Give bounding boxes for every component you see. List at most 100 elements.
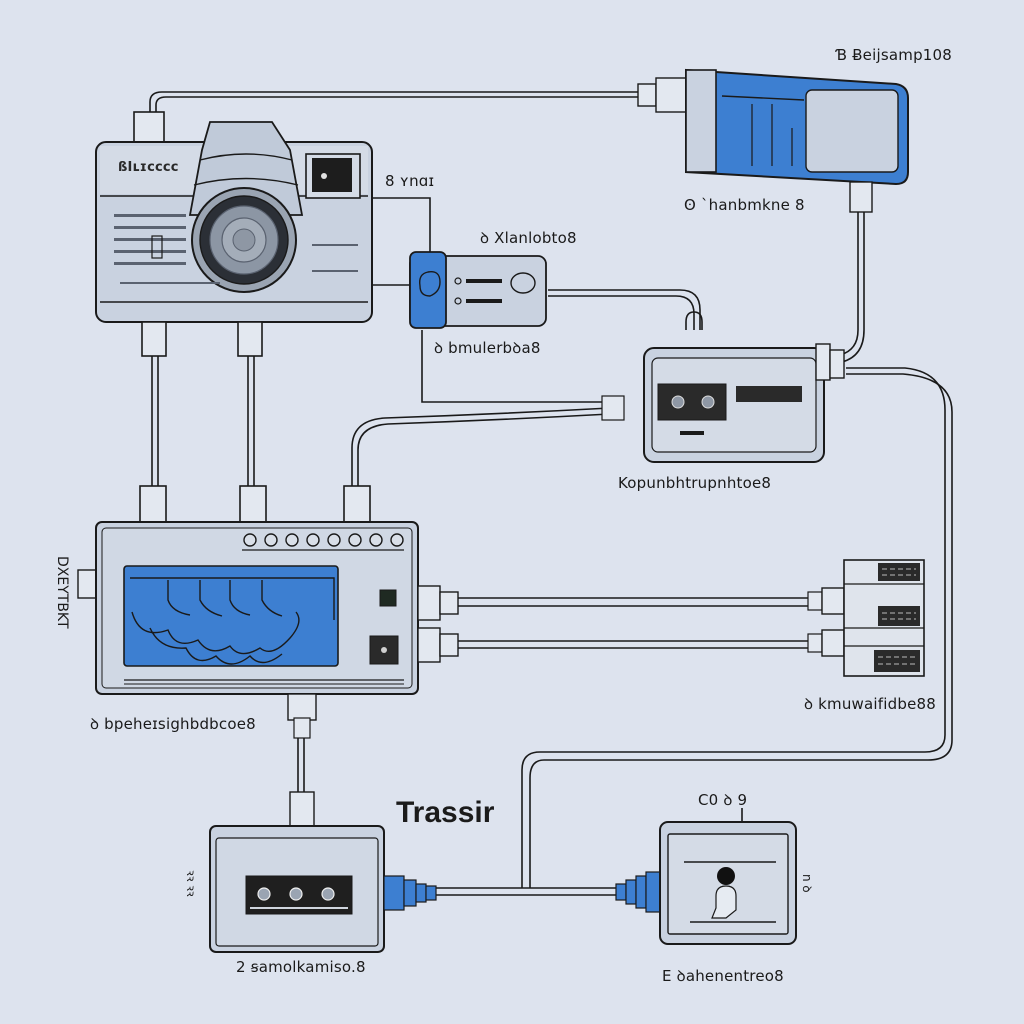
camera-side-label: 8 ʏnɑɪ bbox=[385, 172, 435, 190]
transmitter-blue-connector-4 bbox=[425, 885, 437, 901]
recorder-top-port-2 bbox=[239, 485, 267, 523]
recorder-screen bbox=[123, 565, 339, 667]
wire-power-receiver bbox=[839, 210, 859, 356]
power-button-dot bbox=[381, 647, 387, 653]
recorder-output-port-1 bbox=[417, 585, 441, 621]
recorder-output-port-1b bbox=[439, 591, 459, 615]
recorder-top-port-3 bbox=[343, 485, 371, 523]
recorder-button[interactable] bbox=[306, 533, 320, 547]
wire-power-receiver-2 bbox=[841, 210, 865, 363]
transmitter-device[interactable] bbox=[209, 791, 437, 953]
monitor-blue-connector bbox=[615, 883, 627, 901]
receiver-small-text bbox=[680, 431, 704, 435]
recorder-top-port-1 bbox=[139, 485, 167, 523]
terminal-plug-2 bbox=[807, 633, 823, 653]
brand-label: Trassir bbox=[396, 796, 495, 829]
monitor-blue-connector-2 bbox=[625, 879, 637, 905]
power-adapter-label: Ɓ Ƀeijsamp108 bbox=[836, 46, 953, 64]
interface-module-label: ꝺ Xlanlobto8 bbox=[480, 229, 577, 247]
camera-device[interactable] bbox=[95, 111, 373, 357]
recorder-button[interactable] bbox=[327, 533, 341, 547]
camera-top-connector bbox=[133, 111, 165, 143]
recorder-side-port bbox=[77, 569, 97, 599]
interface-module-caption: ꝺ bmulerbꝺa8 bbox=[434, 339, 541, 357]
terminal-plug-2b bbox=[821, 629, 845, 657]
receiver-knob-2[interactable] bbox=[701, 395, 715, 409]
wire-receiver-loop bbox=[521, 367, 946, 888]
text-line bbox=[114, 226, 186, 229]
camera-printed-text bbox=[114, 214, 358, 284]
receiver-knob-1[interactable] bbox=[671, 395, 685, 409]
person-icon-head bbox=[717, 867, 735, 885]
camera-connector-2 bbox=[237, 321, 263, 357]
receiver-device[interactable] bbox=[601, 311, 845, 463]
adapter-plug-2 bbox=[655, 77, 687, 113]
camera-lens-hood bbox=[188, 121, 304, 216]
recorder-bottom-port bbox=[287, 693, 317, 721]
recorder-bottom-port-b bbox=[293, 717, 311, 739]
monitor-top-label: C0 ꝺ 9 bbox=[698, 791, 748, 809]
receiver-face bbox=[651, 357, 817, 453]
wire-interface-receiver bbox=[548, 289, 701, 330]
text-line bbox=[114, 250, 186, 253]
indicator-dot bbox=[454, 297, 462, 305]
camera-connector-1 bbox=[141, 321, 167, 357]
indicator-dot bbox=[454, 277, 462, 285]
terminal-slot-1[interactable] bbox=[878, 563, 920, 581]
receiver-right-connector-2 bbox=[829, 349, 845, 379]
receiver-right-connector bbox=[815, 343, 831, 381]
transmitter-jack-3[interactable] bbox=[321, 887, 335, 901]
adapter-cable-connector bbox=[849, 181, 873, 213]
transmitter-caption: 2 ꞩamolkamiso.8 bbox=[236, 958, 366, 976]
wire-recorder-receiver bbox=[351, 407, 611, 488]
text-line bbox=[312, 244, 358, 246]
interface-blue-cap bbox=[409, 251, 447, 329]
terminal-plug-1b bbox=[821, 587, 845, 615]
recorder-output-port-2b bbox=[439, 633, 459, 657]
adapter-end-cap bbox=[685, 69, 717, 173]
recorder-button[interactable] bbox=[369, 533, 383, 547]
wave-lines bbox=[167, 580, 283, 617]
wave-frame bbox=[130, 577, 335, 620]
receiver-display bbox=[736, 386, 802, 402]
power-adapter-device[interactable] bbox=[637, 68, 909, 213]
transmitter-jack-1[interactable] bbox=[257, 887, 271, 901]
recorder-caption: ꝺ bpeheɪsighbdbcoe8 bbox=[90, 715, 256, 733]
recorder-button[interactable] bbox=[348, 533, 362, 547]
wire-receiver-loop-2 bbox=[529, 373, 953, 888]
hood-line-2 bbox=[193, 177, 299, 186]
transmitter-top-port bbox=[289, 791, 315, 827]
hood-line bbox=[199, 153, 293, 161]
terminal-block-device[interactable] bbox=[807, 559, 925, 677]
terminal-slot-marks bbox=[878, 568, 916, 665]
wires bbox=[149, 91, 953, 896]
terminal-slot-3[interactable] bbox=[874, 650, 920, 672]
indicator-text bbox=[466, 299, 502, 303]
transmitter-jack-2[interactable] bbox=[289, 887, 303, 901]
interface-module-device[interactable] bbox=[409, 251, 547, 329]
terminal-slot-2[interactable] bbox=[878, 606, 920, 626]
terminal-block-caption: ꝺ kmuwaifidbe88 bbox=[804, 695, 936, 713]
recorder-button[interactable] bbox=[285, 533, 299, 547]
wave-curve bbox=[131, 611, 300, 655]
wire-camera-power bbox=[149, 91, 640, 118]
text-line bbox=[312, 270, 358, 272]
indicator-text bbox=[466, 279, 502, 283]
wire-camera-interface bbox=[372, 197, 431, 258]
recorder-button[interactable] bbox=[243, 533, 257, 547]
interface-port[interactable] bbox=[510, 272, 536, 294]
wave-curve-2 bbox=[149, 627, 283, 665]
viewfinder-glass bbox=[312, 158, 352, 192]
recorder-indicator bbox=[379, 589, 397, 607]
monitor-device[interactable] bbox=[615, 821, 797, 945]
recorder-button[interactable] bbox=[264, 533, 278, 547]
recorder-button[interactable] bbox=[390, 533, 404, 547]
monitor-blue-connector-3 bbox=[635, 875, 647, 909]
camera-brand-label: ßIʟɪᴄᴄᴄᴄ bbox=[118, 160, 179, 175]
transmitter-blue-connector-3 bbox=[415, 883, 427, 903]
text-line bbox=[114, 262, 186, 265]
text-line bbox=[120, 282, 220, 284]
transmitter-side-label: ꝛꝛ ꝛꝛ bbox=[184, 870, 198, 897]
recorder-device[interactable] bbox=[77, 485, 459, 739]
